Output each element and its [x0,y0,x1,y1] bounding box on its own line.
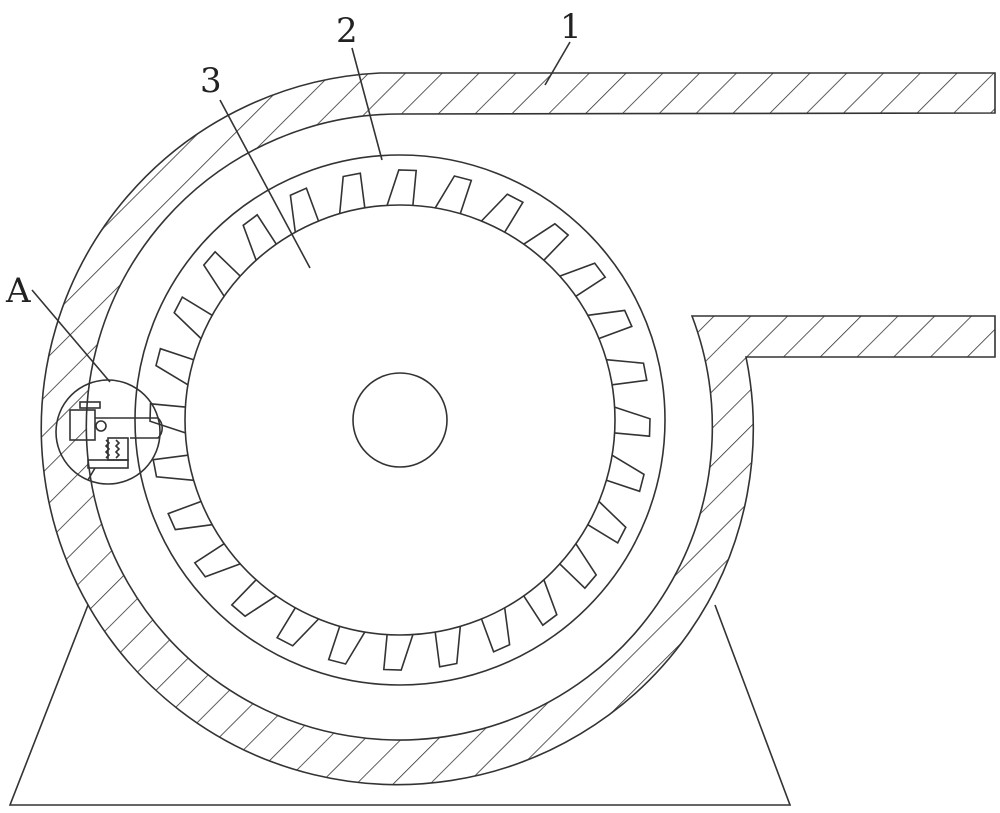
impeller-blade [204,252,240,296]
impeller-blade [588,310,632,338]
impeller-blade [232,580,276,616]
impeller-blade [524,580,557,625]
impeller-blade [195,544,240,577]
impeller-blade [340,173,365,213]
impeller-blade [387,170,416,205]
impeller-blade [588,502,626,543]
impeller-blade [384,635,413,670]
outer-ring [135,155,665,685]
impeller-blades [150,170,650,670]
label-3: 3 [200,61,222,101]
impeller-blade [243,215,276,260]
hub [353,373,447,467]
impeller-blade [174,297,212,338]
impeller-disk [185,205,615,635]
impeller-blade [156,349,194,385]
label-2: 2 [336,11,358,51]
impeller-blade [524,224,569,260]
impeller-blade [606,455,644,491]
housing-hatch [41,73,995,785]
impeller-blade [153,455,193,480]
impeller-blade [435,626,460,666]
impeller-blade [277,608,318,646]
label-1: 1 [560,7,582,47]
impeller-blade [615,407,650,436]
impeller-blade [482,194,523,232]
impeller-blade [290,188,318,232]
impeller-blade [560,544,596,589]
impeller-blade [560,263,605,296]
impeller-blade [435,176,471,214]
impeller-blade [168,502,212,530]
label-a: A [5,271,31,311]
impeller-blade [606,360,646,385]
impeller-blade [329,626,365,664]
impeller-blade [482,608,510,652]
